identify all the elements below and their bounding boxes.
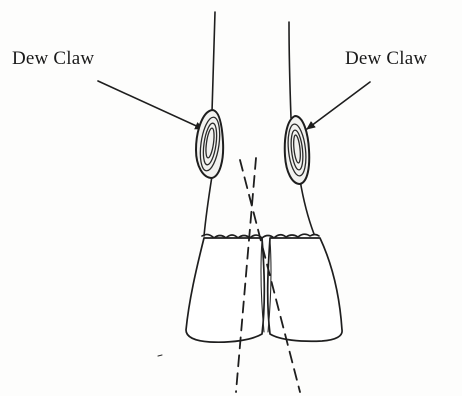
leg-left-edge-upper bbox=[212, 12, 215, 112]
arrow-right bbox=[307, 82, 370, 129]
dew-claw-left bbox=[196, 110, 223, 178]
stray-mark bbox=[158, 355, 162, 356]
dew-claw-right bbox=[285, 116, 309, 184]
leg-left-edge-lower bbox=[204, 176, 212, 236]
hoof-left bbox=[186, 238, 264, 342]
leg-right-edge-lower bbox=[300, 180, 314, 234]
hoof-right bbox=[268, 238, 342, 341]
arrow-left bbox=[98, 81, 203, 129]
leg-right-edge-upper bbox=[289, 22, 291, 118]
